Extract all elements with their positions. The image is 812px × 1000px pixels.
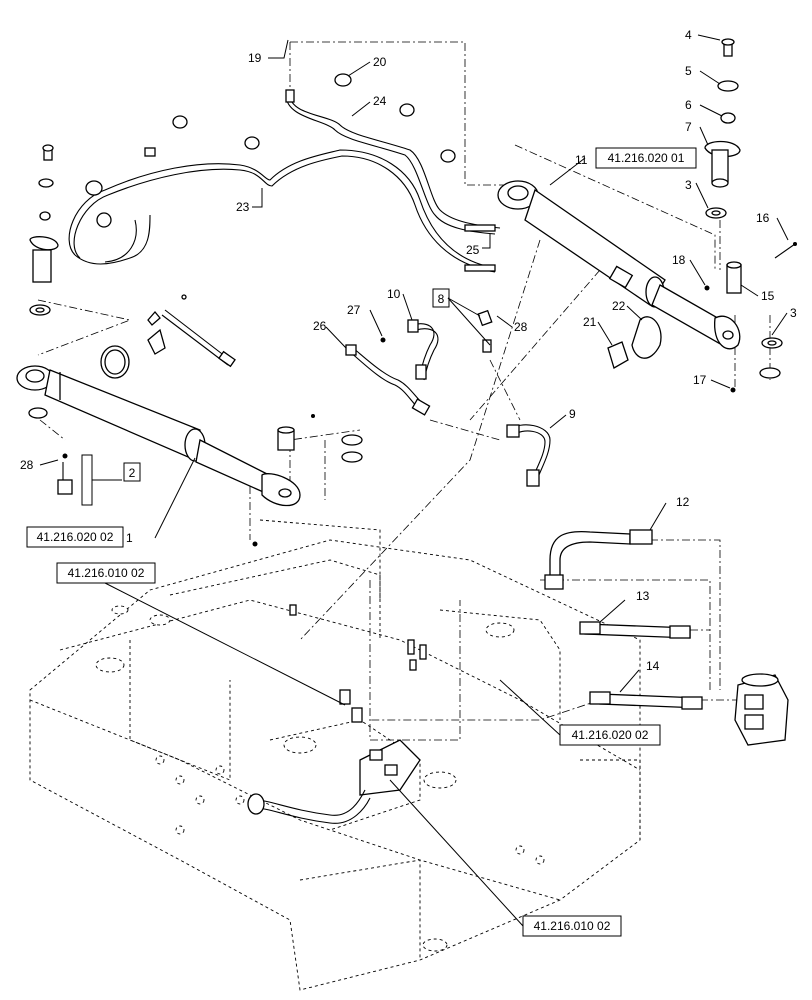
callout-5: 5 xyxy=(685,64,692,78)
callout-6: 6 xyxy=(685,98,692,112)
callout-26: 26 xyxy=(313,319,327,333)
callout-18: 18 xyxy=(672,253,686,267)
ref-box-top-right xyxy=(595,147,697,169)
callout-28-left: 28 xyxy=(20,458,34,472)
tube-clamps xyxy=(85,73,456,228)
callout-2: 2 xyxy=(129,466,136,480)
steering-tubes xyxy=(68,89,501,273)
ref-left-cylinder-text: 41.216.020 02 xyxy=(37,530,114,544)
callout-3-right: 3 xyxy=(790,306,797,320)
callout-7: 7 xyxy=(685,120,692,134)
ref-frame-right-text: 41.216.020 02 xyxy=(572,728,649,742)
hose-assemblies-lower xyxy=(544,529,703,710)
callout-14: 14 xyxy=(646,659,660,673)
callout-23: 23 xyxy=(236,200,250,214)
callout-9: 9 xyxy=(569,407,576,421)
callout-16: 16 xyxy=(756,211,770,225)
callout-box-2 xyxy=(123,462,141,482)
callout-15: 15 xyxy=(761,289,775,303)
callout-11: 11 xyxy=(575,153,588,167)
ref-box-left-cylinder xyxy=(26,526,124,548)
callout-13: 13 xyxy=(636,589,650,603)
right-steering-cylinder xyxy=(497,180,741,350)
callout-10: 10 xyxy=(387,287,401,301)
callout-19: 19 xyxy=(248,51,262,65)
machine-frame xyxy=(29,519,641,991)
callout-4: 4 xyxy=(685,28,692,42)
left-steering-cylinder xyxy=(16,365,301,507)
callout-numbers: 19 20 24 23 25 11 4 5 6 7 3 16 18 15 3 1… xyxy=(20,28,797,673)
callout-8: 8 xyxy=(438,292,445,306)
ref-valve-top-text: 41.216.010 02 xyxy=(68,566,145,580)
callout-28-right: 28 xyxy=(514,320,528,334)
callout-24: 24 xyxy=(373,94,387,108)
reference-boxes: 41.216.020 01 41.216.020 02 41.216.010 0… xyxy=(26,147,697,937)
middle-parts xyxy=(100,294,363,547)
ref-top-right-text: 41.216.020 01 xyxy=(608,151,685,165)
hose-assemblies-upper xyxy=(345,309,551,487)
callout-22: 22 xyxy=(612,299,626,313)
callout-17: 17 xyxy=(693,373,707,387)
callout-3-top: 3 xyxy=(685,178,692,192)
callout-27: 27 xyxy=(347,303,361,317)
pivot-pin-stack xyxy=(607,38,797,393)
callout-21: 21 xyxy=(583,315,597,329)
ref-valve-bottom-text: 41.216.010 02 xyxy=(534,919,611,933)
callout-1: 1 xyxy=(126,531,133,545)
left-pin-stack xyxy=(28,144,73,495)
steering-orbitrol xyxy=(734,673,789,746)
leader-lines xyxy=(39,34,789,927)
callout-20: 20 xyxy=(373,55,387,69)
callout-12: 12 xyxy=(676,495,690,509)
central-valve-block xyxy=(247,604,427,824)
callout-25: 25 xyxy=(466,243,480,257)
